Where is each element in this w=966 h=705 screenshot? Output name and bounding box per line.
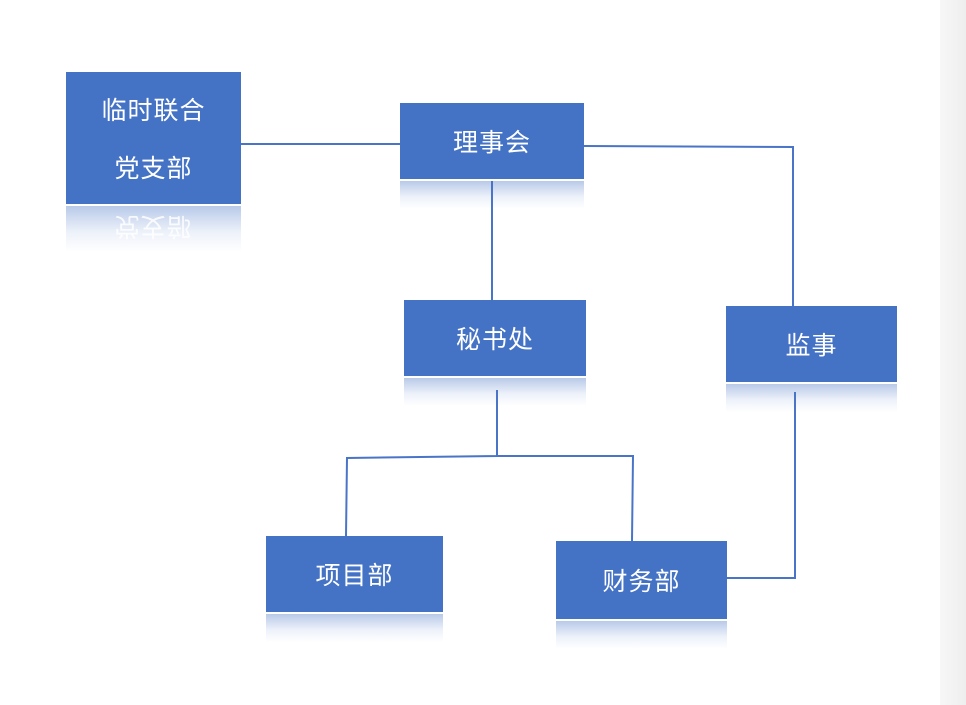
node-party-branch-reflection: 党支部 (66, 206, 241, 252)
node-finance-dept: 财务部 (556, 541, 727, 621)
node-council: 理事会 (400, 103, 584, 181)
edge-secretariat-project (345, 390, 498, 537)
node-council-reflection (400, 181, 584, 209)
node-party-branch-reflection-text: 党支部 (114, 212, 193, 241)
node-supervisor-label: 监事 (785, 331, 838, 360)
edge-supervisor-finance (727, 392, 796, 579)
node-council-label: 理事会 (452, 128, 531, 157)
node-party-branch-line2: 党支部 (114, 154, 193, 183)
node-project-dept-reflection (266, 614, 443, 642)
node-supervisor-reflection (726, 384, 897, 412)
node-party-branch: 临时联合 党支部 (66, 72, 241, 206)
page-margin (940, 0, 966, 705)
node-party-branch-line1: 临时联合 (101, 96, 206, 125)
node-supervisor: 监事 (726, 306, 897, 384)
node-finance-dept-label: 财务部 (602, 567, 681, 596)
node-secretariat: 秘书处 (404, 300, 586, 378)
node-project-dept-label: 项目部 (315, 561, 394, 590)
node-secretariat-reflection (404, 378, 586, 406)
edge-council-supervisor (583, 145, 794, 306)
edge-secretariat-finance (497, 455, 635, 542)
node-finance-dept-reflection (556, 621, 727, 649)
node-secretariat-label: 秘书处 (455, 325, 534, 354)
node-project-dept: 项目部 (266, 536, 443, 614)
